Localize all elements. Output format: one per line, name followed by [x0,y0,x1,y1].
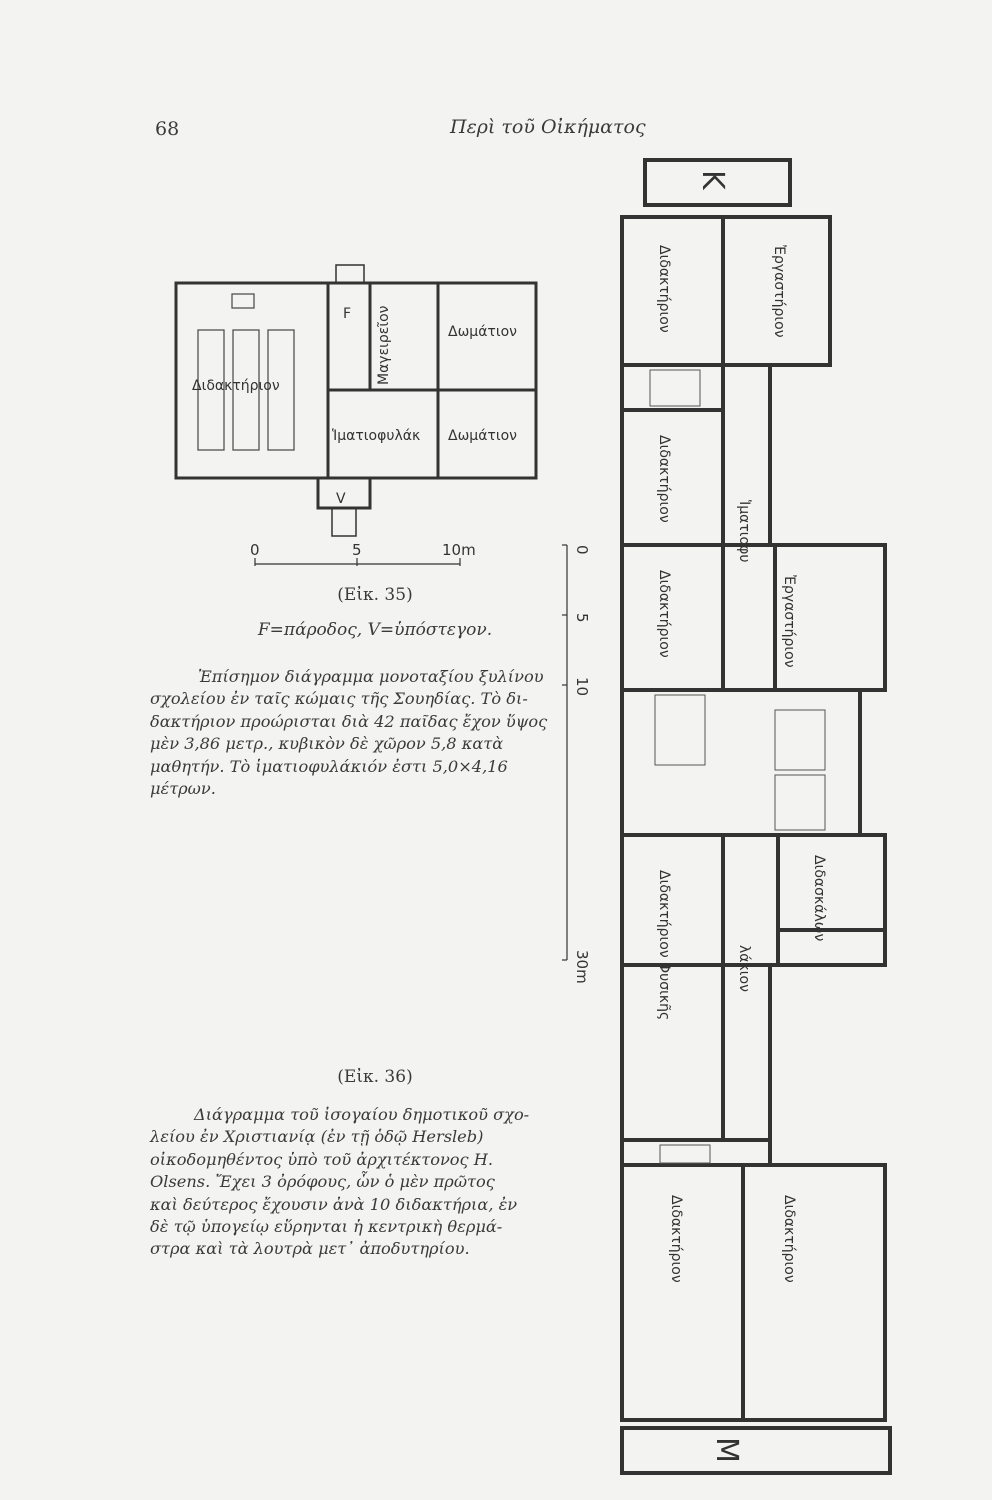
scale-label-10: 10 [573,677,591,696]
room-v: V [336,491,346,507]
text-line: καὶ δεύτερος ἔχουσιν ἀνὰ 10 διδακτήρια, … [150,1194,518,1214]
text-line: Olsens. Ἔχει 3 ὀρόφους, ὧν ὁ μὲν πρῶτος [150,1172,495,1192]
page-number: 68 [155,118,180,140]
figure-36-description: Διάγραμμα τοῦ ἰσογαίου δημοτικοῦ σχο- λε… [150,1104,570,1261]
text-line: δακτήριον προώρισται διὰ 42 παῖδας ἔχον … [150,711,548,731]
scale-bar [254,558,461,566]
room-2: Δωμάτιον [448,428,517,444]
figure-35-legend: F=πάροδος, V=ὑπόστεγον. [257,620,493,640]
block-k [643,158,792,207]
figure-35-description: Ἐπίσημον διάγραμμα μονοταξίου ξυλίνου σχ… [150,666,570,800]
label-class1: Διδακτήριον [656,245,672,333]
stair-section [620,688,862,837]
scale-label-5: 5 [573,613,591,623]
label-cloak-a: Ἱματιοφυ [736,500,752,562]
text-line: λείου ἐν Χριστιανίᾳ (ἐν τῇ ὁδῷ Hersleb) [150,1127,484,1147]
scale-label-10m: 10m [442,541,476,559]
scale-label-0: 0 [250,541,260,559]
label-class5: Διδακτήριον [781,1195,797,1283]
text-line: οἰκοδομηθέντος ὑπὸ τοῦ ἀρχιτέκτονος H. [150,1149,494,1169]
figure-36-floor-plan: K Διδακτήριον Ἐργαστήριον Διδακτήριον Ἱμ… [562,158,892,1475]
label-m: M [709,1437,744,1463]
room-kitchen: Μαγειρεῖον [376,305,392,385]
label-class3: Διδακτήριον [656,570,672,658]
scale-label-30m: 30m [573,950,591,984]
block-m [620,1426,892,1475]
stair [335,264,365,284]
room-f: F [343,306,351,322]
text-line: στρα καὶ τὰ λουτρὰ μετ᾽ ἀποδυτηρίου. [150,1239,470,1259]
label-class2: Διδακτήριον [656,435,672,523]
scale-bar [562,544,568,961]
wing-6 [620,1163,887,1422]
label-k: K [695,170,730,191]
label-workshop2: Ἐργαστήριον [781,575,797,668]
running-title: Περὶ τοῦ Οἰκήματος [450,116,646,138]
entry-steps [331,507,357,537]
label-workshop1: Ἐργαστήριον [771,245,787,338]
label-physics: Διδακτήριον Φυσικῆς [656,870,672,1020]
figure-35-caption: (Εἰκ. 35) [337,585,413,605]
scale-label-0: 0 [573,545,591,555]
text-line: σχολείου ἐν ταῖς κώμαις τῆς Σουηδίας. Τὸ… [150,689,528,709]
scale-label-5: 5 [352,541,362,559]
room-classroom: Διδακτήριον [192,378,280,394]
text-line: Ἐπίσημον διάγραμμα μονοταξίου ξυλίνου [198,667,544,686]
desks [197,293,295,451]
text-line: δὲ τῷ ὑπογείῳ εὕρηνται ἡ κεντρικὴ θερμά- [150,1217,503,1237]
label-cloak-b: λάκιον [736,945,752,992]
room-1: Δωμάτιον [448,324,517,340]
staircases [649,369,826,1164]
figure-35-floor-plan: Διδακτήριον F Μαγειρεῖον Δωμάτιον Ἱματιο… [174,264,538,566]
text-line: μέτρων. [150,779,216,799]
figure-36-caption: (Εἰκ. 36) [337,1067,413,1087]
text-line: μαθητήν. Τὸ ἱματιοφυλάκιόν ἐστι 5,0×4,16 [150,756,508,776]
room-cloakroom: Ἱματιοφυλάκ [332,428,420,444]
label-teachers: Διδασκάλων [811,855,827,941]
label-class4: Διδακτήριον [668,1195,684,1283]
text-line: Διάγραμμα τοῦ ἰσογαίου δημοτικοῦ σχο- [194,1105,530,1124]
wing-1 [620,215,832,367]
text-line: μὲν 3,86 μετρ., κυβικὸν δὲ χῶρον 5,8 κατ… [150,734,504,754]
